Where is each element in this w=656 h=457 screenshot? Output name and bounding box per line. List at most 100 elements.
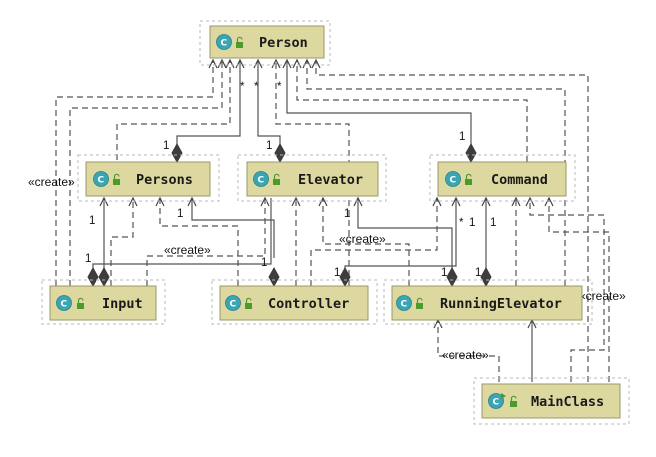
class-command[interactable]: C Command (429, 154, 576, 202)
arrow-persons-4 (187, 196, 197, 207)
class-name-mainclass: MainClass (531, 394, 604, 410)
mult-1-command-left: 1 (469, 217, 475, 229)
mult-1-controller: 1 (261, 257, 267, 269)
diamond-command-top (465, 142, 477, 164)
mult-1-controller-right: 1 (334, 267, 340, 279)
class-person[interactable]: C Person (199, 20, 331, 66)
mult-1-elevator-top: 1 (266, 140, 272, 152)
class-icon: C (93, 171, 109, 187)
diamond-persons-top (171, 142, 183, 164)
class-controller[interactable]: C Controller (211, 279, 378, 325)
svg-text:C: C (258, 176, 265, 186)
stereo-create-input: «create» (164, 243, 211, 257)
arrow-elevator-2 (291, 196, 301, 207)
dep-input-person-1 (55, 60, 214, 286)
mult-1-running: 1 (441, 267, 447, 279)
diamond-running-1 (446, 266, 458, 288)
mult-star-1: * (240, 81, 245, 93)
arrow-persons-3 (155, 196, 165, 207)
arrow-command-2 (451, 196, 461, 207)
arrow-elevator-1 (260, 196, 270, 207)
class-icon: C (56, 295, 72, 311)
class-icon: C (396, 295, 412, 311)
arrow-persons-1 (99, 196, 109, 207)
dep-main-command-2 (548, 198, 610, 382)
class-icon: C (225, 295, 241, 311)
svg-text:C: C (98, 176, 105, 186)
class-name-runningelevator: RunningElevator (440, 296, 562, 312)
assoc-persons-person (176, 60, 241, 147)
assoc-elevator-person (257, 60, 281, 147)
dep-main-person (315, 60, 589, 382)
dep-controller-persons (159, 198, 239, 286)
svg-text:C: C (221, 39, 228, 49)
dep-main-command-1 (529, 198, 605, 382)
mult-1-persons-left: 1 (89, 215, 95, 227)
mult-star-2: * (254, 81, 259, 93)
dep-input-person-2 (69, 60, 223, 286)
arrow-person-10 (311, 58, 321, 69)
multiplicity-labels: * * * 1 1 1 1 1 1 * 1 1 1 1 1 1 1 (85, 81, 496, 279)
mult-1-command-right: 1 (490, 217, 496, 229)
class-name-controller: Controller (268, 296, 349, 312)
mult-star-command: * (459, 217, 464, 229)
dep-command-person (296, 60, 528, 162)
composition-diamonds (87, 142, 492, 288)
diamond-running-2 (480, 266, 492, 288)
assoc-command-person (286, 60, 472, 147)
main-class-icon: C (488, 393, 506, 409)
lock-icon (510, 395, 517, 407)
stereo-create-elevator: «create» (339, 232, 386, 246)
stereo-create-right: «create» (579, 289, 626, 303)
mult-1-input: 1 (85, 253, 91, 265)
dep-running-person (306, 60, 566, 286)
class-name-command: Command (491, 172, 548, 188)
dep-controller-person (275, 60, 350, 286)
arrow-persons-2 (128, 196, 138, 207)
dep-persons-person (116, 60, 231, 160)
stereo-create-main: «create» (442, 348, 489, 362)
dep-input-persons-create (110, 198, 134, 286)
diamond-controller-1 (268, 266, 280, 288)
class-name-person: Person (259, 35, 308, 51)
svg-text:C: C (61, 300, 68, 310)
dependency-lines (55, 60, 610, 382)
dep-main-running-create (437, 320, 500, 382)
arrow-person-7 (282, 58, 292, 69)
class-mainclass[interactable]: C MainClass (473, 377, 630, 425)
lock-icon (113, 173, 120, 185)
svg-text:C: C (450, 176, 457, 186)
lock-icon (245, 297, 252, 309)
mult-1-persons-top: 1 (163, 140, 169, 152)
arrow-elevator-4 (353, 196, 363, 207)
arrow-command-3 (481, 196, 491, 207)
mult-1-persons-right: 1 (177, 208, 183, 220)
class-name-input: Input (102, 296, 143, 312)
mult-star-3: * (277, 81, 282, 93)
class-icon: C (216, 34, 232, 50)
diamond-elevator-top (274, 142, 286, 164)
lock-icon (416, 297, 423, 309)
mult-1-running-right: 1 (475, 267, 481, 279)
stereo-create-left: «create» (28, 175, 75, 189)
svg-text:C: C (230, 300, 237, 310)
mult-1-command-top: 1 (459, 131, 465, 143)
class-input[interactable]: C Input (41, 279, 166, 325)
class-elevator[interactable]: C Elevator (237, 154, 387, 202)
arrow-command-6 (544, 196, 554, 207)
stereotype-labels: «create» «create» «create» «create» «cre… (28, 175, 626, 362)
lock-icon (273, 173, 280, 185)
lock-icon (465, 173, 472, 185)
mult-1-elevator-bottom: 1 (344, 208, 350, 220)
lock-icon (77, 297, 84, 309)
class-icon: C (445, 171, 461, 187)
lock-icon (236, 36, 243, 48)
arrow-command-4 (511, 196, 521, 207)
class-persons[interactable]: C Persons (77, 154, 220, 202)
class-name-persons: Persons (136, 172, 193, 188)
class-runningelevator[interactable]: C RunningElevator (383, 279, 593, 325)
association-lines (92, 60, 487, 274)
assoc-controller-persons (191, 198, 275, 258)
dep-running-elevator-create (322, 198, 410, 286)
